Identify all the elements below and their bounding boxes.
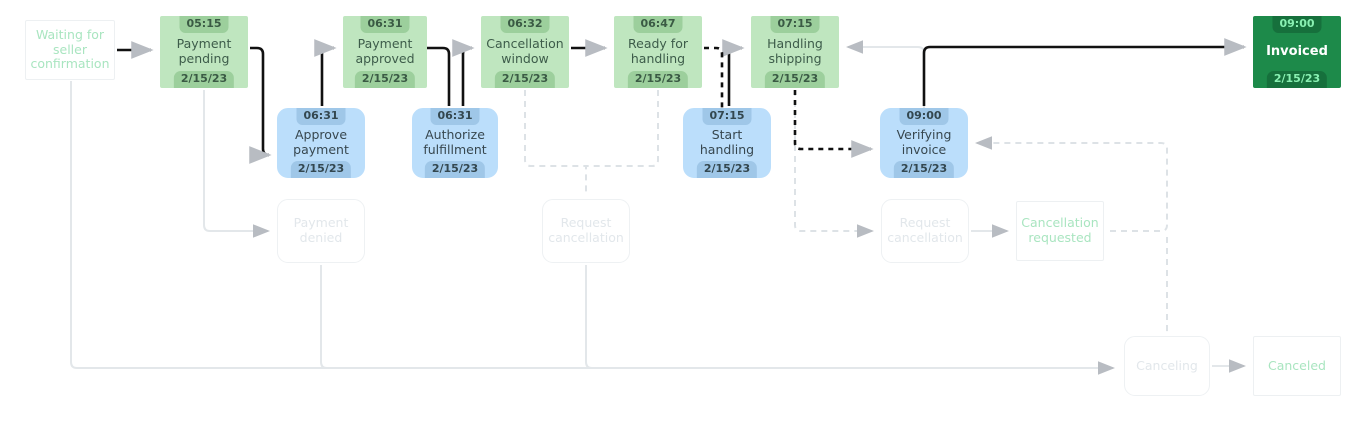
node-date-badge: 2/15/23 <box>627 71 689 88</box>
node-time-badge: 06:47 <box>633 16 683 33</box>
node-label: Invoiced <box>1266 44 1328 60</box>
node-label: Canceling <box>1136 357 1198 373</box>
node-date-badge: 2/15/23 <box>764 71 826 88</box>
node-time-badge: 07:15 <box>770 16 820 33</box>
node-date-badge: 2/15/23 <box>494 71 556 88</box>
node-time-badge: 06:31 <box>296 108 346 125</box>
node-date-badge: 2/15/23 <box>893 161 955 178</box>
node-time-badge: 06:32 <box>500 16 550 33</box>
node-canceled[interactable]: Canceled <box>1253 336 1341 396</box>
node-time-badge: 07:15 <box>702 108 752 125</box>
node-date-badge: 2/15/23 <box>173 71 235 88</box>
node-label: Canceled <box>1268 357 1326 373</box>
node-time-badge: 09:00 <box>899 108 949 125</box>
node-time-badge: 05:15 <box>179 16 229 33</box>
node-date-badge: 2/15/23 <box>290 161 352 178</box>
node-canceling[interactable]: Canceling <box>1124 336 1210 396</box>
node-date-badge: 2/15/23 <box>1266 71 1328 88</box>
node-date-badge: 2/15/23 <box>424 161 486 178</box>
node-invoiced[interactable]: 09:00 Invoiced 2/15/23 <box>1253 16 1341 88</box>
node-time-badge: 06:31 <box>360 16 410 33</box>
node-date-badge: 2/15/23 <box>354 71 416 88</box>
node-time-badge: 06:31 <box>430 108 480 125</box>
node-date-badge: 2/15/23 <box>696 161 758 178</box>
node-time-badge: 09:00 <box>1272 16 1322 33</box>
